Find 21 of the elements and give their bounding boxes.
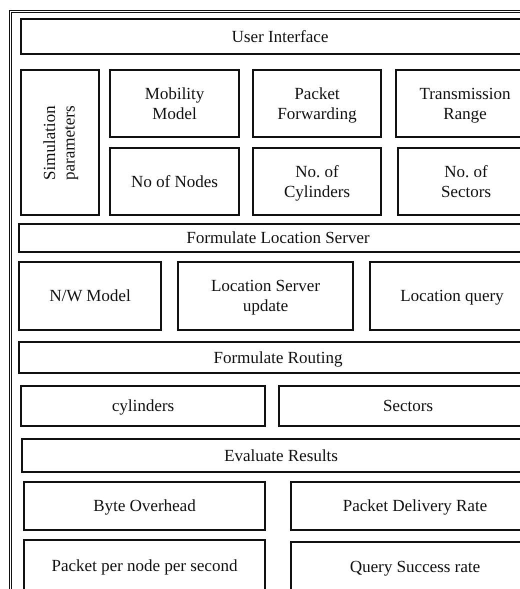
process-box: Query Success rate (290, 541, 520, 589)
process-box: Formulate Location Server (18, 223, 520, 253)
process-box: No. of Cylinders (252, 147, 382, 216)
process-box: cylinders (20, 385, 266, 427)
process-box: Packet Delivery Rate (290, 481, 520, 531)
process-box: Packet Forwarding (252, 69, 382, 138)
process-box: Transmission Range (395, 69, 520, 138)
process-box: Location query (369, 261, 520, 331)
process-box: User Interface (20, 18, 520, 55)
process-box: Byte Overhead (23, 481, 266, 531)
process-box: No. of Sectors (397, 147, 520, 216)
process-box: Formulate Routing (18, 341, 520, 374)
process-box: Evaluate Results (21, 438, 520, 473)
process-box: Mobility Model (109, 69, 240, 138)
outer-frame (9, 10, 520, 589)
process-box: Simulation parameters (20, 69, 100, 216)
process-box: No of Nodes (109, 147, 240, 216)
process-box: Sectors (278, 385, 520, 427)
process-box: Packet per node per second (23, 539, 266, 589)
process-box: N/W Model (18, 261, 162, 331)
process-box: Location Server update (177, 261, 354, 331)
